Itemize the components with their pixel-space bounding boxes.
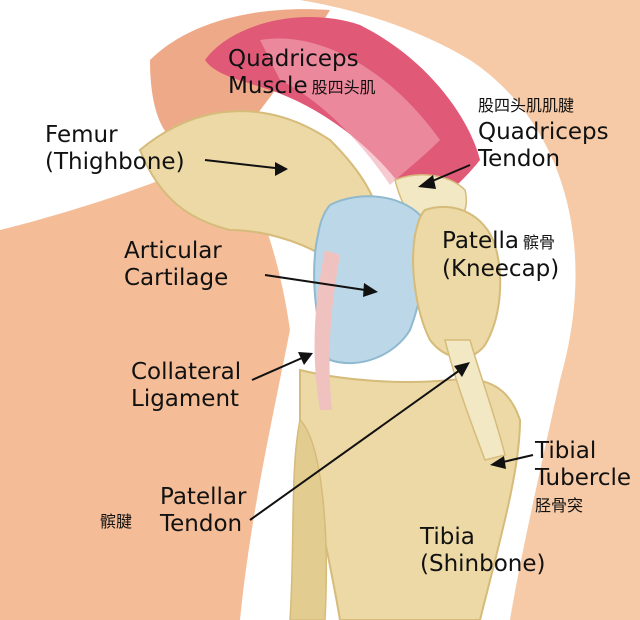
arrow-tibial-tubercle xyxy=(502,454,534,463)
label-patellar-tendon: Patellar Tendon xyxy=(160,484,246,538)
fibula-bone xyxy=(289,418,327,620)
leg-skin xyxy=(190,0,640,620)
label-quadriceps-muscle-line1: Quadriceps xyxy=(228,46,359,72)
label-collateral-ligament-line2: Ligament xyxy=(131,386,240,412)
label-quadriceps-tendon-line2: Tendon xyxy=(478,146,561,172)
arrow-femur xyxy=(204,159,276,169)
arrowhead-quadriceps-tendon xyxy=(418,175,436,189)
arrowhead-articular-cartilage xyxy=(363,283,378,297)
collateral-ligament xyxy=(314,250,340,410)
label-quadriceps-tendon-cn: 股四头肌肌腱 xyxy=(478,96,575,115)
label-collateral-ligament-line1: Collateral xyxy=(131,359,242,385)
label-femur-line2: (Thighbone) xyxy=(45,149,185,175)
arrow-collateral-ligament xyxy=(251,357,303,381)
label-quadriceps-tendon: 股四头肌肌腱 Quadriceps Tendon xyxy=(478,92,609,173)
label-quadriceps-muscle-line2: Muscle xyxy=(228,73,308,99)
arrowhead-tibial-tubercle xyxy=(490,456,506,469)
label-articular-cartilage-line1: Articular xyxy=(124,238,222,264)
label-tibia-line1: Tibia xyxy=(420,524,475,550)
label-tibial-tubercle-cn: 胫骨突 xyxy=(535,496,584,515)
label-femur: Femur (Thighbone) xyxy=(45,122,185,176)
label-tibial-tubercle-line1: Tibial xyxy=(535,438,597,464)
leg-skin-thigh xyxy=(0,150,290,620)
arrow-patellar-tendon xyxy=(249,369,461,521)
label-patellar-tendon-cn: 髌腱 xyxy=(100,512,133,531)
arrow-quadriceps-tendon xyxy=(429,164,471,183)
label-quadriceps-tendon-line1: Quadriceps xyxy=(478,119,609,145)
pointer-arrows xyxy=(204,159,534,521)
label-patella-line1: Patella xyxy=(442,228,519,254)
label-tibia: Tibia (Shinbone) xyxy=(420,524,546,578)
arrowhead-femur xyxy=(275,162,288,176)
label-quadriceps-muscle-cn: 股四头肌 xyxy=(311,78,376,97)
arrow-articular-cartilage xyxy=(264,274,366,291)
label-femur-line1: Femur xyxy=(45,122,118,148)
label-patellar-tendon-line2: Tendon xyxy=(160,511,243,537)
label-articular-cartilage-line2: Cartilage xyxy=(124,265,229,291)
label-articular-cartilage: Articular Cartilage xyxy=(124,238,228,292)
label-tibial-tubercle: Tibial Tubercle 胫骨突 xyxy=(535,438,631,519)
label-tibial-tubercle-line2: Tubercle xyxy=(535,465,632,491)
arrowhead-patellar-tendon xyxy=(454,362,470,377)
label-tibia-line2: (Shinbone) xyxy=(420,551,546,577)
label-patellar-tendon-line1: Patellar xyxy=(160,484,247,510)
label-collateral-ligament: Collateral Ligament xyxy=(131,359,241,413)
label-patella-line2: (Kneecap) xyxy=(442,256,560,282)
articular-cartilage xyxy=(313,195,427,365)
quadriceps-muscle-highlight xyxy=(260,38,440,186)
label-patella-cn: 髌骨 xyxy=(522,233,555,252)
arrowhead-collateral-ligament xyxy=(298,352,313,365)
